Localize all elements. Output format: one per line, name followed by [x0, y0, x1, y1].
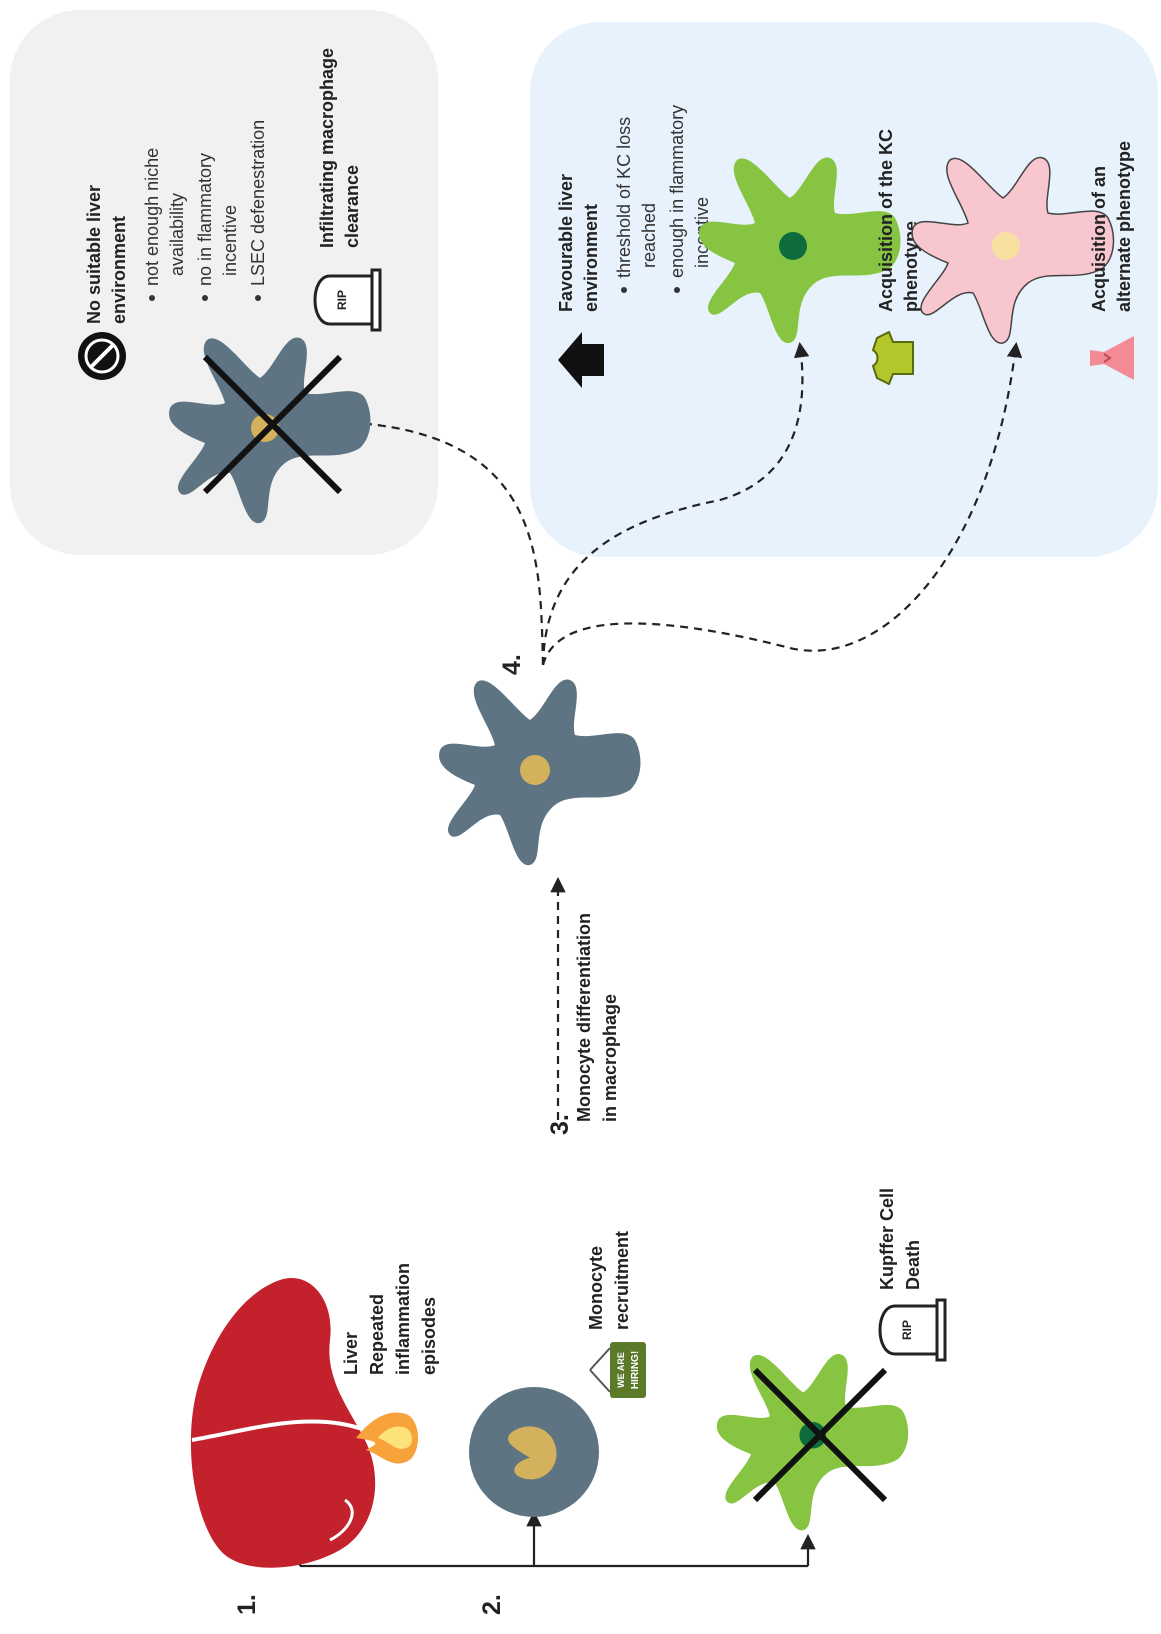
step-1-label: 1. [233, 1594, 261, 1615]
monocyte-cell [469, 1387, 599, 1517]
step-2-label: 2. [478, 1594, 506, 1615]
clearance-cross-icon [202, 354, 343, 495]
alternate-phenotype-cell [911, 156, 1115, 344]
house-icon [558, 332, 604, 388]
grey-panel-bullets: not enough niche availability no in flam… [142, 120, 268, 301]
step-4-label: 4. [498, 654, 526, 675]
svg-text:HIRING!: HIRING! [630, 1351, 641, 1389]
blue-panel-title: Favourable liver environment [556, 169, 601, 312]
monocyte-recruitment-label: Monocyte recruitment [586, 1231, 632, 1330]
differentiation-label: Monocyte differentiation in macrophage [574, 908, 620, 1122]
clearance-arrow [336, 414, 545, 666]
liver-label: Liver Repeated inflammation episodes [341, 1258, 439, 1375]
tshirt-icon [871, 330, 914, 386]
blue-bullet-1: threshold of KC loss reached [614, 112, 659, 278]
kc-phenotype-arrow [541, 341, 810, 666]
alt-phenotype-arrow [541, 341, 1023, 666]
step-3-label: 3. [546, 1114, 574, 1135]
liver-icon [190, 1278, 376, 1568]
dying-kupffer-cell [716, 1354, 909, 1531]
tombstone-icon: RIP [878, 1298, 947, 1362]
hiring-sign-icon: WE ARE HIRING! [589, 1342, 646, 1398]
grey-bullet-1: not enough niche availability [142, 143, 187, 286]
macrophage-cell [439, 679, 641, 866]
grey-panel-title: No suitable liver environment [84, 180, 129, 324]
kupffer-cell-green [699, 157, 901, 344]
grey-bullet-3: LSEC defenestration [248, 120, 268, 286]
kupffer-death-label: Kupffer Cell Death [877, 1183, 923, 1290]
svg-text:RIP: RIP [900, 1320, 914, 1340]
dress-icon [1090, 336, 1134, 380]
svg-text:WE ARE: WE ARE [616, 1352, 626, 1388]
death-cross-icon [752, 1367, 888, 1503]
no-entry-icon [78, 332, 126, 380]
svg-text:RIP: RIP [335, 290, 349, 310]
fire-icon [356, 1412, 418, 1464]
tombstone-icon-grey: RIP [313, 268, 382, 332]
grey-bullet-2: no in flammatory incentive [195, 148, 240, 286]
alt-phenotype-label: Acquisition of an alternate phenotype [1089, 141, 1134, 312]
clearance-label: Infiltrating macrophage clearance [317, 43, 362, 248]
